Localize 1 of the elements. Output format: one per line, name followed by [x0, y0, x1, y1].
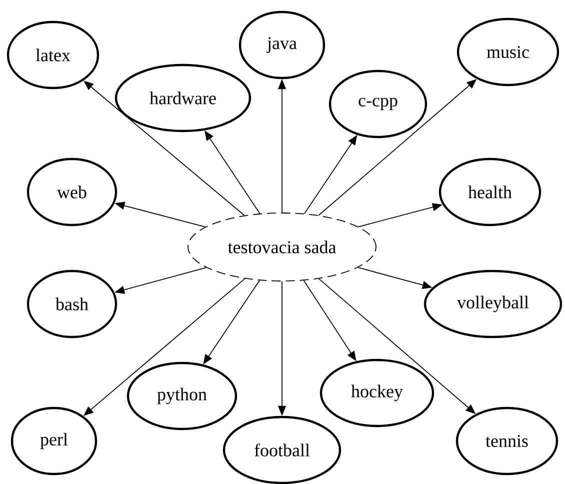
arrow	[84, 80, 245, 216]
